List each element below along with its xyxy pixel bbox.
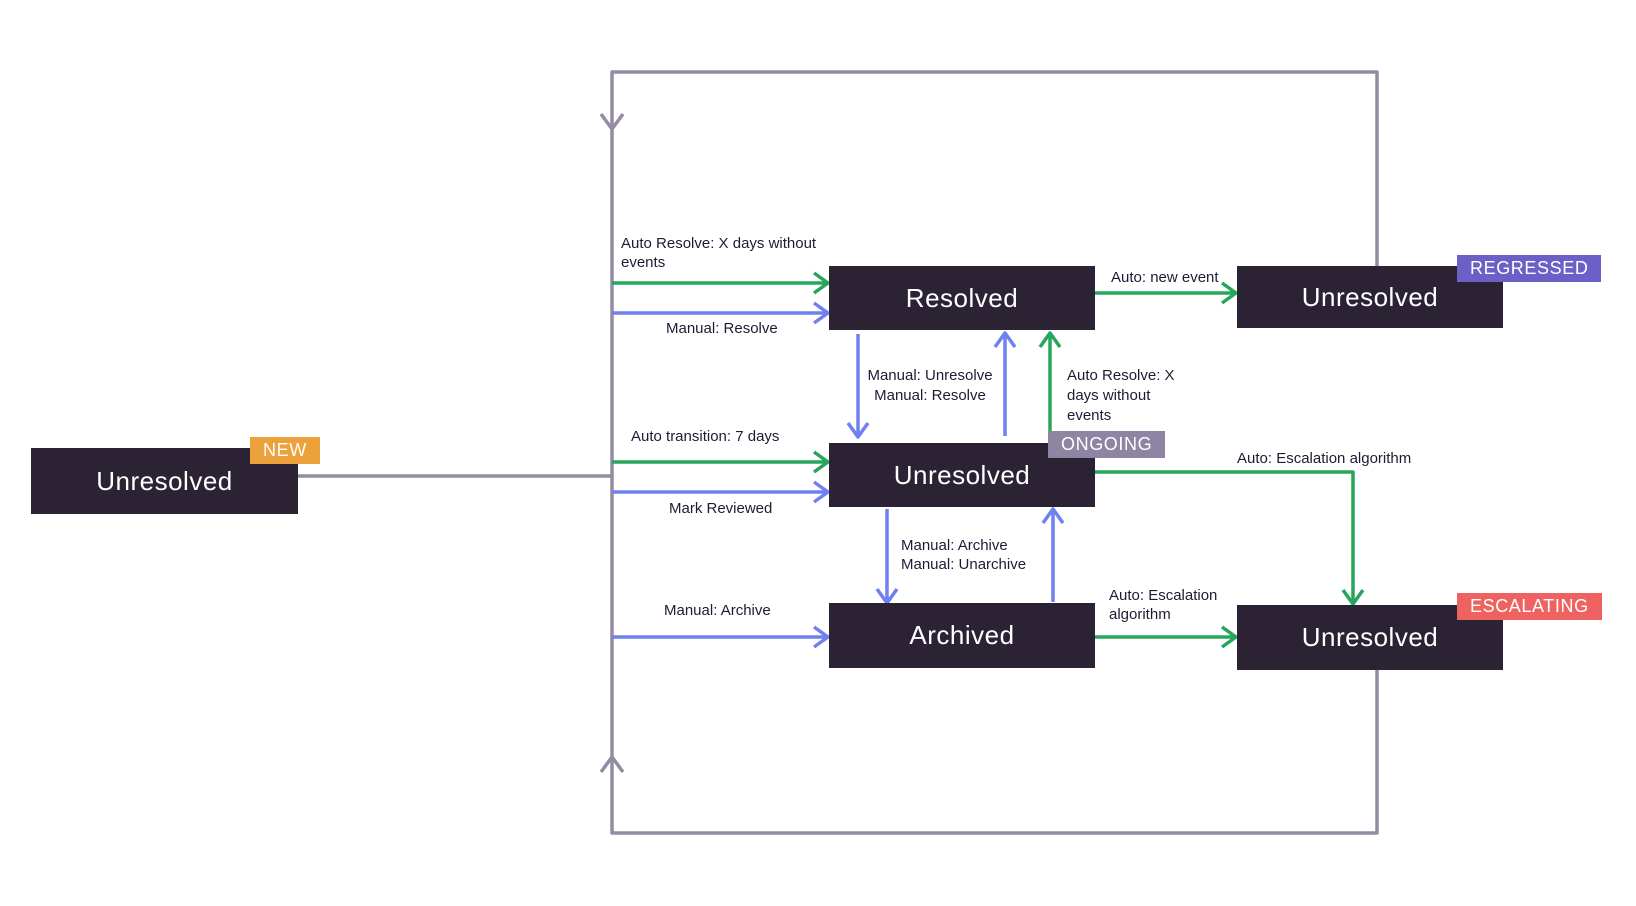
loop-line: [610, 70, 1379, 835]
label-auto-escalation-top: Auto: Escalation algorithm: [1237, 450, 1412, 467]
loop-arrow-down-icon: [599, 112, 625, 131]
status-badge-new: NEW: [250, 437, 320, 464]
state-box-archived: Archived: [829, 603, 1095, 668]
state-label: Resolved: [905, 282, 1019, 313]
arrow-auto-resolve-up: [1038, 331, 1062, 436]
state-box-unresolved-escalating: Unresolved: [1237, 605, 1503, 670]
arrow-auto-new-event: [1095, 281, 1238, 305]
state-label: Unresolved: [1301, 281, 1439, 312]
state-box-resolved: Resolved: [829, 266, 1095, 330]
arrow-auto-escalation-from-ongoing: [1095, 470, 1365, 606]
state-label: Unresolved: [96, 465, 233, 496]
label-manual-archive-left: Manual: Archive: [664, 602, 771, 619]
feedback-loop-path: [298, 70, 1379, 835]
label-auto-resolve-left: Auto Resolve: X days without events: [621, 235, 817, 271]
arrow-auto-resolve-left: [612, 271, 830, 295]
arrow-manual-resolve-left: [612, 301, 830, 325]
status-badge-escalating: ESCALATING: [1457, 593, 1602, 620]
arrow-mark-reviewed: [612, 480, 830, 504]
arrow-manual-archive-left: [612, 625, 830, 649]
arrow-auto-escalation-from-archived: [1095, 625, 1238, 649]
label-auto-new-event: Auto: new event: [1111, 269, 1219, 286]
arrow-manual-resolve-up: [993, 331, 1017, 436]
label-manual-resolve-left: Manual: Resolve: [666, 320, 778, 337]
label-auto-transition: Auto transition: 7 days: [631, 428, 780, 445]
label-auto-resolve-mid: Auto Resolve: X days without events: [1067, 367, 1175, 424]
state-label: Unresolved: [1301, 622, 1439, 652]
status-badge-ongoing: ONGOING: [1048, 431, 1166, 458]
label-manual-archive-unarchive: Manual: Archive Manual: Unarchive: [901, 537, 1027, 573]
state-label: Archived: [909, 620, 1015, 650]
arrow-manual-unarchive-up: [1041, 507, 1065, 602]
label-manual-unresolve-resolve: Manual: Unresolve Manual: Resolve: [867, 367, 993, 404]
state-label: Unresolved: [893, 459, 1031, 490]
label-auto-escalation-bottom: Auto: Escalation algorithm: [1109, 587, 1218, 623]
arrow-manual-archive-down: [875, 509, 899, 605]
arrow-auto-transition: [612, 450, 830, 474]
state-box-unresolved-regressed: Unresolved: [1237, 266, 1503, 328]
label-mark-reviewed: Mark Reviewed: [669, 500, 773, 517]
arrow-manual-unresolve-down: [846, 334, 870, 439]
loop-arrow-up-icon: [599, 755, 625, 774]
status-badge-regressed: REGRESSED: [1457, 255, 1602, 282]
